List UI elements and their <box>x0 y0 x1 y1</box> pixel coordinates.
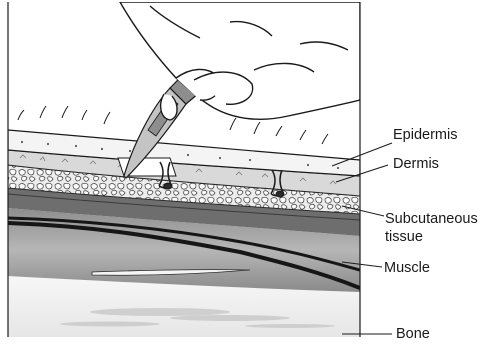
label-subcutaneous-line2: tissue <box>385 229 423 246</box>
label-dermis: Dermis <box>393 156 439 173</box>
label-subcutaneous-line1: Subcutaneous <box>385 211 478 228</box>
label-bone: Bone <box>396 326 430 343</box>
label-epidermis: Epidermis <box>393 127 457 144</box>
label-muscle: Muscle <box>384 260 430 277</box>
